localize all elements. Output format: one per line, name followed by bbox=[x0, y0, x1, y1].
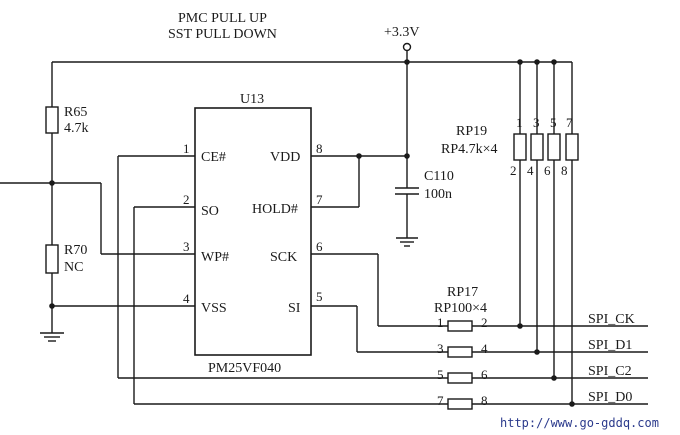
pin-name: WP# bbox=[201, 250, 229, 265]
pin-name: CE# bbox=[201, 150, 226, 165]
rp19-resistor-2 bbox=[530, 133, 544, 161]
rp19-value: RP4.7k×4 bbox=[441, 142, 498, 157]
pin-number: 5 bbox=[316, 289, 323, 304]
rp19-pin: 6 bbox=[544, 163, 551, 178]
r70-resistor bbox=[45, 244, 59, 274]
signal-label: SPI_C2 bbox=[588, 364, 632, 379]
rp17-ref: RP17 bbox=[447, 285, 478, 300]
rp17-pin: 8 bbox=[481, 393, 488, 408]
rp17-resistor-3 bbox=[447, 372, 473, 384]
watermark: http://www.go-gddq.com bbox=[500, 416, 659, 430]
junction bbox=[569, 401, 575, 407]
c110-value: 100n bbox=[424, 187, 452, 202]
rp17-resistor-4 bbox=[447, 398, 473, 410]
rp19-pin: 1 bbox=[516, 115, 523, 130]
rp17-pin: 4 bbox=[481, 341, 488, 356]
rp19-pin: 8 bbox=[561, 163, 568, 178]
pin-name: SI bbox=[288, 301, 301, 316]
pin-name: SO bbox=[201, 204, 219, 219]
header-line-2: SST PULL DOWN bbox=[168, 27, 277, 42]
pin-number: 4 bbox=[183, 291, 190, 306]
pin-name: VSS bbox=[201, 301, 227, 316]
rp19-resistor-1 bbox=[513, 133, 527, 161]
r70-value: NC bbox=[64, 260, 83, 275]
rp19-pin: 2 bbox=[510, 163, 517, 178]
signal-label: SPI_D0 bbox=[588, 390, 632, 405]
rp17-pin: 3 bbox=[437, 341, 444, 356]
junction bbox=[517, 323, 523, 329]
rp19-resistor-3 bbox=[547, 133, 561, 161]
rp17-pin: 6 bbox=[481, 367, 488, 382]
chip-ref: U13 bbox=[240, 92, 264, 107]
power-terminal bbox=[402, 42, 412, 52]
chip-part: PM25VF040 bbox=[208, 361, 281, 376]
pin-number: 1 bbox=[183, 141, 190, 156]
rp19-pin: 7 bbox=[566, 115, 573, 130]
pin-name: HOLD# bbox=[252, 202, 298, 217]
r65-resistor bbox=[45, 106, 59, 134]
pin-number: 6 bbox=[316, 239, 323, 254]
r65-ref: R65 bbox=[64, 105, 87, 120]
pin-number: 7 bbox=[316, 192, 323, 207]
rp19-ref: RP19 bbox=[456, 124, 487, 139]
rp17-pin: 5 bbox=[437, 367, 444, 382]
rp19-pin: 4 bbox=[527, 163, 534, 178]
power-label: +3.3V bbox=[384, 25, 420, 40]
chip-u13 bbox=[194, 107, 312, 356]
pin-number: 2 bbox=[183, 192, 190, 207]
rp19-pin: 5 bbox=[550, 115, 557, 130]
header-line-1: PMC PULL UP bbox=[178, 11, 267, 26]
rp17-pin: 2 bbox=[481, 315, 488, 330]
junction bbox=[534, 349, 540, 355]
signal-label: SPI_D1 bbox=[588, 338, 632, 353]
pin-name: SCK bbox=[270, 250, 297, 265]
rp17-resistor-1 bbox=[447, 320, 473, 332]
pin-name: VDD bbox=[270, 150, 300, 165]
pin-number: 3 bbox=[183, 239, 190, 254]
rp17-pin: 1 bbox=[437, 315, 444, 330]
r70-ref: R70 bbox=[64, 243, 87, 258]
rp17-resistor-2 bbox=[447, 346, 473, 358]
c110-ref: C110 bbox=[424, 169, 454, 184]
signal-label: SPI_CK bbox=[588, 312, 635, 327]
junction bbox=[551, 375, 557, 381]
rp17-value: RP100×4 bbox=[434, 301, 487, 316]
rp19-pin: 3 bbox=[533, 115, 540, 130]
rp19-resistor-4 bbox=[565, 133, 579, 161]
r65-value: 4.7k bbox=[64, 121, 89, 136]
pin-number: 8 bbox=[316, 141, 323, 156]
rp17-pin: 7 bbox=[437, 393, 444, 408]
